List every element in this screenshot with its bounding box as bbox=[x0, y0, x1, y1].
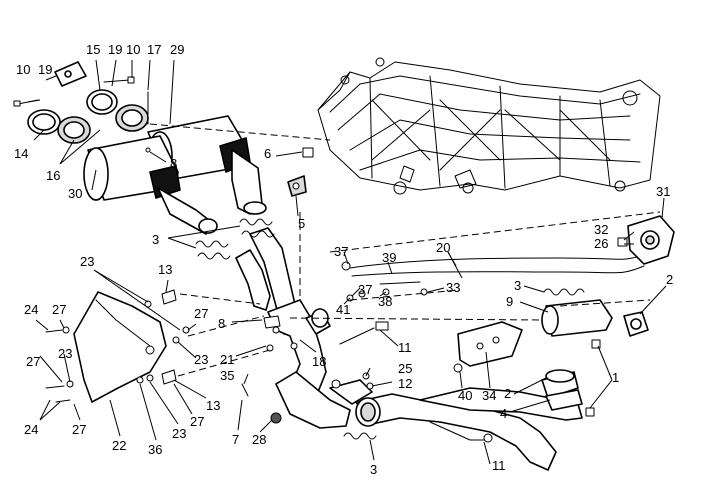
callout-3: 3 bbox=[152, 232, 159, 247]
callout-15: 15 bbox=[86, 42, 100, 57]
heat-shield bbox=[73, 291, 167, 403]
callout-10: 10 bbox=[126, 42, 140, 57]
callout-12: 12 bbox=[398, 376, 412, 391]
callout-37: 37 bbox=[334, 244, 348, 259]
callout-23: 23 bbox=[194, 352, 208, 367]
callout-labels: 10 19 14 16 15 19 10 17 29 8 30 6 5 3 23… bbox=[14, 42, 673, 477]
callout-19: 19 bbox=[108, 42, 122, 57]
callout-39: 39 bbox=[382, 250, 396, 265]
callout-8: 8 bbox=[170, 156, 177, 171]
callout-22: 22 bbox=[112, 438, 126, 453]
catalytic-converter bbox=[541, 299, 649, 337]
callout-19: 19 bbox=[38, 62, 52, 77]
callout-34: 34 bbox=[482, 388, 496, 403]
callout-36: 36 bbox=[148, 442, 162, 457]
callout-6: 6 bbox=[264, 146, 271, 161]
callout-11: 11 bbox=[492, 458, 506, 473]
callout-10: 10 bbox=[16, 62, 30, 77]
callout-41: 41 bbox=[336, 302, 350, 317]
control-cables bbox=[349, 255, 645, 285]
callout-23: 23 bbox=[58, 346, 72, 361]
callout-20: 20 bbox=[436, 240, 450, 255]
springs bbox=[195, 218, 585, 440]
assembly-lines bbox=[149, 123, 661, 377]
callout-38: 38 bbox=[378, 294, 392, 309]
callout-32: 32 bbox=[594, 222, 608, 237]
callout-7: 7 bbox=[232, 432, 239, 447]
callout-13: 13 bbox=[158, 262, 172, 277]
callout-24: 24 bbox=[24, 302, 38, 317]
callout-9: 9 bbox=[506, 294, 513, 309]
callout-21: 21 bbox=[220, 352, 234, 367]
callout-14: 14 bbox=[14, 146, 28, 161]
frame bbox=[317, 57, 661, 195]
callout-3: 3 bbox=[514, 278, 521, 293]
callout-29: 29 bbox=[170, 42, 184, 57]
callout-24: 24 bbox=[24, 422, 38, 437]
clamp-rings bbox=[13, 61, 151, 153]
fasteners-upper bbox=[287, 147, 314, 197]
heat-shield-34 bbox=[457, 321, 523, 367]
callout-30: 30 bbox=[68, 186, 82, 201]
silencer-left bbox=[83, 135, 218, 235]
small-fasteners bbox=[45, 261, 601, 443]
callout-33: 33 bbox=[446, 280, 460, 295]
callout-26: 26 bbox=[594, 236, 608, 251]
callout-1: 1 bbox=[612, 370, 619, 385]
callout-25: 25 bbox=[398, 361, 412, 376]
callout-13: 13 bbox=[206, 398, 220, 413]
callout-2: 2 bbox=[666, 272, 673, 287]
callout-17: 17 bbox=[147, 42, 161, 57]
callout-23: 23 bbox=[172, 426, 186, 441]
callout-2: 2 bbox=[504, 386, 511, 401]
callout-11: 11 bbox=[398, 340, 412, 355]
callout-31: 31 bbox=[656, 184, 670, 199]
callout-23: 23 bbox=[80, 254, 94, 269]
leader-lines bbox=[27, 59, 667, 465]
callout-27: 27 bbox=[26, 354, 40, 369]
callout-27: 27 bbox=[190, 414, 204, 429]
callout-5: 5 bbox=[298, 216, 305, 231]
callout-3: 3 bbox=[370, 462, 377, 477]
callout-27: 27 bbox=[52, 302, 66, 317]
callout-40: 40 bbox=[458, 388, 472, 403]
callout-16: 16 bbox=[46, 168, 60, 183]
callout-37: 37 bbox=[358, 282, 372, 297]
callout-28: 28 bbox=[252, 432, 266, 447]
exhaust-valve-actuator bbox=[617, 215, 675, 265]
callout-35: 35 bbox=[220, 368, 234, 383]
exhaust-headers bbox=[235, 227, 583, 471]
callout-8: 8 bbox=[218, 316, 225, 331]
callout-27: 27 bbox=[72, 422, 86, 437]
callout-18: 18 bbox=[312, 354, 326, 369]
callout-4: 4 bbox=[500, 406, 507, 421]
callout-27: 27 bbox=[194, 306, 208, 321]
